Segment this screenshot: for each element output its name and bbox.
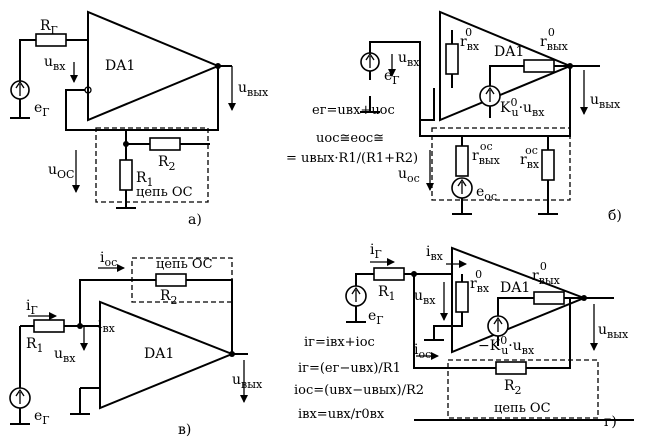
- label-ufb-a: uОС: [48, 162, 74, 181]
- label-uout-v: uвых: [232, 372, 263, 391]
- eq3-g: iос=(uвх−uвых)/R2: [294, 383, 424, 398]
- panel-v: iос цепь ОС R2 iГ iвх R1 uвх DA1 uвых eГ…: [9, 250, 263, 438]
- resistor-rout-fb-b: [455, 145, 469, 177]
- label-ufb-b: uос: [398, 166, 420, 185]
- label-rin-b: rвх0: [460, 26, 480, 53]
- eq2-b: uос≅eос≅: [316, 131, 384, 146]
- label-da1-b: DA1: [494, 44, 524, 60]
- resistor-r1-a: [119, 159, 133, 191]
- label-r2-g: R2: [504, 378, 522, 397]
- label-rin-fb-b: rвхос: [520, 144, 540, 171]
- label-iin-v: iвх: [98, 316, 116, 335]
- fb-box-v: [131, 257, 233, 303]
- resistor-rout-g: [533, 291, 565, 305]
- label-uin-b: uвх: [398, 50, 420, 69]
- label-uout-g: uвых: [598, 322, 629, 341]
- label-r1-a: R1: [136, 170, 154, 189]
- resistor-rout-b: [523, 59, 555, 73]
- label-letter-b: б): [608, 208, 622, 224]
- label-r2-v: R2: [160, 288, 178, 307]
- label-rout-g: rвых0: [532, 260, 561, 287]
- fb-box-b: [431, 127, 571, 201]
- opamp-triangle-v: [99, 300, 235, 410]
- label-r2-a: R2: [158, 154, 176, 173]
- label-letter-g: г): [604, 414, 617, 430]
- label-r1-g: R1: [378, 284, 396, 303]
- label-uin-v: uвх: [54, 346, 76, 365]
- resistor-rin-b: [445, 43, 459, 75]
- eq4-g: iвх=uвх/r0вх: [298, 407, 385, 422]
- label-uout-b: uвых: [590, 92, 621, 111]
- label-ig-v: iГ: [26, 298, 38, 317]
- panel-a: RГ uвх DA1 uвых eГ R2 R1 uОС цепь ОС а): [10, 10, 269, 228]
- eq1-b: eг=uвх+uос: [312, 103, 395, 118]
- eq3-b: = uвых·R1/(R1+R2): [286, 151, 418, 166]
- resistor-r1-v: [33, 319, 65, 333]
- opamp-triangle-a: [87, 10, 221, 122]
- label-ifb-v: iос: [100, 250, 117, 269]
- opamp-triangle-b: [439, 10, 573, 122]
- label-uin-a: uвх: [44, 54, 66, 73]
- resistor-rin-fb-b: [541, 149, 555, 181]
- label-ig-g: iГ: [370, 242, 382, 261]
- label-rout-b: rвых0: [540, 26, 569, 53]
- label-letter-a: а): [188, 212, 202, 228]
- label-eg-v: eГ: [34, 408, 50, 427]
- label-da1-a: DA1: [105, 58, 135, 74]
- eq2-g: iг=(eг−uвх)/R1: [298, 361, 401, 376]
- label-rg-a: RГ: [40, 18, 58, 37]
- label-da1-g: DA1: [500, 280, 530, 296]
- label-eg-b: eГ: [384, 68, 400, 87]
- label-eg-a: eГ: [34, 100, 50, 119]
- label-ifb-g: iос: [414, 342, 431, 361]
- resistor-rin-g: [455, 281, 469, 313]
- label-da1-v: DA1: [144, 346, 174, 362]
- label-r1-v: R1: [26, 336, 44, 355]
- resistor-r2-v: [155, 273, 187, 287]
- label-fb-circuit-g: цепь ОС: [494, 401, 551, 416]
- fb-box-g: [447, 359, 599, 419]
- fb-circuit-box-a: [95, 127, 209, 203]
- label-uout-a: uвых: [238, 80, 269, 99]
- label-uin-g: uвх: [414, 288, 436, 307]
- label-rout-fb-b: rвыхос: [472, 140, 501, 167]
- opamp-triangle-g: [451, 246, 587, 354]
- label-fb-circuit-v: цепь ОС: [156, 257, 213, 272]
- label-rin-g: rвх0: [470, 268, 490, 295]
- resistor-r2-g: [495, 361, 527, 375]
- label-iin-g: iвх: [426, 244, 444, 263]
- resistor-r2-a: [149, 137, 181, 151]
- eq1-g: iг=iвх+iос: [304, 335, 375, 350]
- resistor-r1-g: [373, 267, 405, 281]
- label-letter-v: в): [178, 422, 191, 438]
- label-fb-circuit-a: цепь ОС: [136, 185, 193, 200]
- label-efb-b: eос: [476, 184, 497, 203]
- label-eg-g: eГ: [368, 308, 384, 327]
